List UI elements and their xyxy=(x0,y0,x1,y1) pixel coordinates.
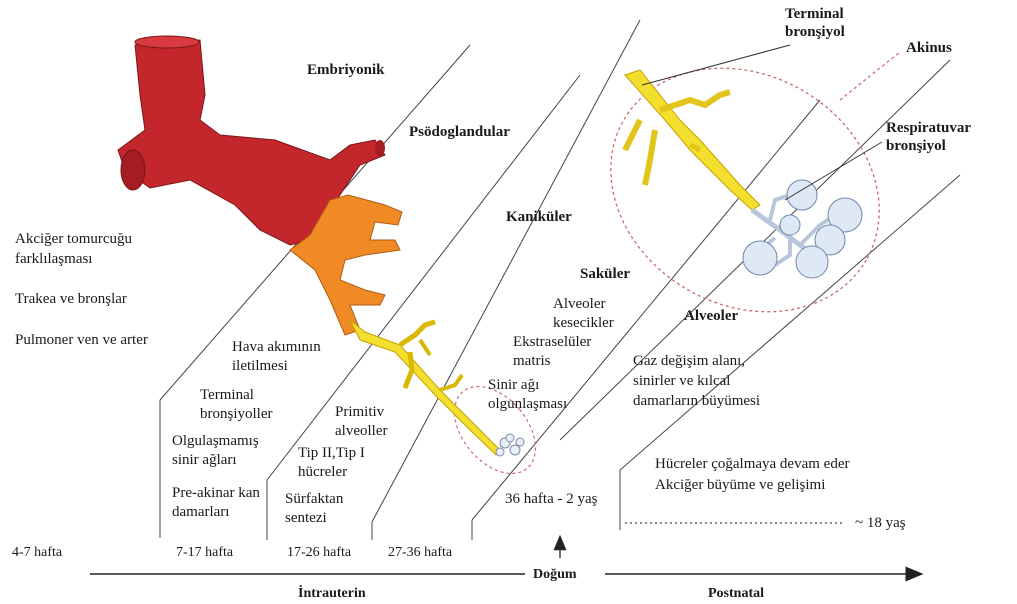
timeline-week-4: 27-36 hafta xyxy=(388,545,453,560)
pseudo-preacinar-1: Pre-akinar kan xyxy=(172,485,260,501)
respiratory-bronchiole-pointer xyxy=(785,142,882,200)
label-respiratory-bronchiole-1: Respiratuvar xyxy=(886,120,971,136)
label-respiratory-bronchiole-2: bronşiyol xyxy=(886,138,946,154)
embryonic-lung-bud-2: farklılaşması xyxy=(15,251,92,267)
label-acinus: Akinus xyxy=(906,40,952,56)
timeline-postnatal: Postnatal xyxy=(708,586,764,601)
embryonic-pulmonary: Pulmoner ven ve arter xyxy=(15,332,148,348)
respiratory-bronchiole-illustration xyxy=(743,180,862,278)
sacc-nerve-2: olgunlaşması xyxy=(488,396,567,412)
timeline-intrauterine: İntrauterin xyxy=(298,584,366,601)
acinus-pointer xyxy=(840,52,900,100)
alv-gas-1: Gaz değişim alanı, xyxy=(633,353,745,369)
stage-pseudoglandular: Psödoglandular xyxy=(409,124,510,140)
terminal-bronchiole-pointer xyxy=(642,45,790,85)
timeline-week-2: 7-17 hafta xyxy=(176,545,234,560)
pseudo-airflow-1: Hava akımının xyxy=(232,339,321,355)
embryonic-trachea: Trakea ve bronşlar xyxy=(15,291,127,307)
alv-gas-3: damarların büyümesi xyxy=(633,393,760,409)
pseudo-preacinar-2: damarları xyxy=(172,504,229,520)
pseudo-nerve-2: sinir ağları xyxy=(172,452,237,468)
canal-surfactant-2: sentezi xyxy=(285,510,327,526)
alv-growth-1: Hücreler çoğalmaya devam eder xyxy=(655,456,849,472)
label-terminal-bronchiole-1: Terminal xyxy=(785,6,844,22)
label-terminal-bronchiole-2: bronşiyol xyxy=(785,24,845,40)
sacc-sacs-1: Alveoler xyxy=(553,296,605,312)
timeline-week-3: 17-26 hafta xyxy=(287,545,352,560)
pseudo-terminal-1: Terminal xyxy=(200,387,254,403)
sacc-sacs-2: kesecikler xyxy=(553,315,614,331)
canal-type-1: Tip II,Tip I xyxy=(298,445,365,461)
alv-gas-2: sinirler ve kılcal xyxy=(633,373,730,389)
terminal-bronchiole-illustration xyxy=(625,70,760,210)
canal-primitive-2: alveoller xyxy=(335,423,387,439)
saccular-sacs xyxy=(496,434,524,456)
alv-age: ~ 18 yaş xyxy=(855,515,906,531)
stage-saccular: Saküler xyxy=(580,266,630,282)
stage-embryonic: Embriyonik xyxy=(307,62,385,78)
alv-growth-2: Akciğer büyüme ve gelişimi xyxy=(655,477,825,493)
pseudo-nerve-1: Olgulaşmamış xyxy=(172,433,259,449)
sacc-nerve-1: Sinir ağı xyxy=(488,377,539,393)
pseudo-terminal-2: bronşiyoller xyxy=(200,406,273,422)
stage-alveolar: Alveoler xyxy=(684,308,738,324)
sacc-matrix-1: Ekstraselüler xyxy=(513,334,591,350)
canal-primitive-1: Primitiv xyxy=(335,404,385,420)
sacc-matrix-2: matris xyxy=(513,353,551,369)
pseudo-airflow-2: iletilmesi xyxy=(232,358,288,374)
timeline-birth: Doğum xyxy=(533,567,577,582)
canal-surfactant-1: Sürfaktan xyxy=(285,491,344,507)
timeline-week-1: 4-7 hafta xyxy=(12,545,63,560)
embryonic-lung-bud-1: Akciğer tomurcuğu xyxy=(15,231,133,247)
canal-type-2: hücreler xyxy=(298,464,347,480)
alv-range: 36 hafta - 2 yaş xyxy=(505,491,598,507)
stage-canalicular: Kaniküler xyxy=(506,209,572,225)
